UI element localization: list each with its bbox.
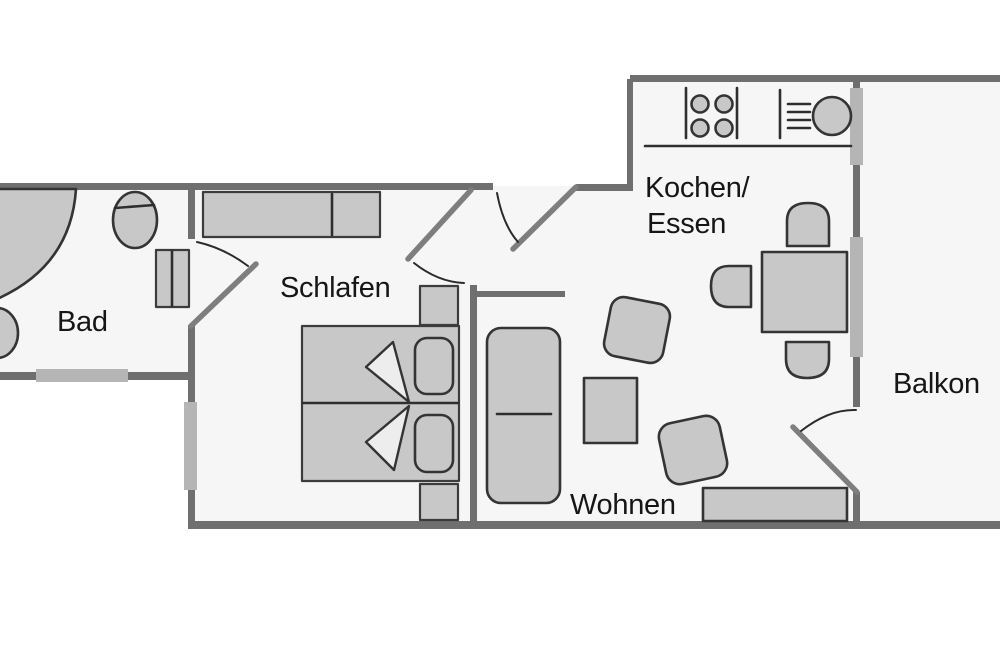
door-leaf bbox=[188, 261, 259, 329]
wall-segment bbox=[188, 521, 1000, 529]
room-label-kochen: Kochen/ bbox=[645, 172, 751, 204]
nightstand-icon bbox=[418, 482, 460, 522]
stove-burner bbox=[714, 94, 734, 114]
sofa-icon bbox=[485, 326, 562, 505]
blanket-fold bbox=[364, 404, 411, 472]
kitchen-fixtures bbox=[643, 86, 853, 148]
wall-segment bbox=[627, 79, 633, 191]
room-label-bad: Bad bbox=[57, 306, 108, 338]
wall-segment bbox=[0, 183, 493, 190]
window bbox=[36, 369, 128, 382]
stove-burner bbox=[714, 118, 734, 138]
dining-table-icon bbox=[760, 250, 849, 334]
sideboard-icon bbox=[701, 486, 849, 523]
wall-segment bbox=[576, 184, 633, 191]
toilet-icon bbox=[111, 190, 159, 250]
wall-segment bbox=[188, 183, 195, 239]
door-swing-arc bbox=[496, 192, 519, 243]
blanket-fold bbox=[364, 340, 411, 404]
room-label-balkon: Balkon bbox=[893, 368, 980, 400]
dining-set bbox=[709, 201, 849, 380]
entry-door bbox=[496, 184, 579, 252]
window bbox=[184, 402, 197, 490]
window bbox=[850, 88, 863, 165]
shower-icon bbox=[0, 187, 78, 299]
sink-icon bbox=[778, 88, 853, 140]
windows bbox=[36, 88, 863, 490]
door-leaf bbox=[510, 184, 579, 252]
wall-segment bbox=[630, 75, 1000, 82]
bed-pillow bbox=[413, 413, 455, 474]
toilet-seat-line bbox=[113, 203, 156, 210]
wall-segment bbox=[853, 492, 860, 528]
coffee-table-icon bbox=[582, 376, 639, 445]
armchair-icon bbox=[602, 295, 672, 365]
room-label-essen: Essen bbox=[647, 208, 726, 240]
wall-segment bbox=[470, 285, 477, 525]
wohnen-furniture bbox=[485, 295, 849, 523]
schlafen-door bbox=[405, 187, 474, 284]
door-leaf bbox=[790, 424, 860, 495]
dining-chair-icon bbox=[784, 340, 831, 380]
stove-burner bbox=[690, 94, 710, 114]
washbasin-icon bbox=[0, 306, 20, 360]
room-label-wohnen: Wohnen bbox=[570, 489, 676, 521]
room-labels: Bad Schlafen Kochen/ Essen Wohnen Balkon bbox=[57, 172, 980, 521]
bed-pillow bbox=[413, 336, 455, 396]
balcony-door bbox=[790, 408, 860, 495]
door-leaf bbox=[405, 187, 474, 262]
room-label-schlafen: Schlafen bbox=[280, 272, 390, 304]
dining-chair-icon bbox=[785, 201, 831, 248]
window bbox=[850, 237, 863, 357]
armchair-icon bbox=[657, 414, 729, 486]
schlafen-furniture bbox=[201, 190, 461, 522]
bad-door bbox=[188, 241, 259, 329]
sink-basin bbox=[811, 95, 853, 137]
stove-burner bbox=[690, 118, 710, 138]
stove-icon bbox=[684, 86, 739, 140]
door-swing-arc bbox=[800, 408, 857, 432]
wardrobe-icon bbox=[201, 190, 382, 239]
door-swing-arc bbox=[413, 262, 465, 284]
bad-furniture bbox=[0, 187, 191, 360]
door-swing-arc bbox=[196, 241, 249, 267]
dining-chair-icon bbox=[709, 264, 753, 309]
wall-segment bbox=[470, 291, 565, 297]
nightstand-icon bbox=[418, 284, 460, 327]
